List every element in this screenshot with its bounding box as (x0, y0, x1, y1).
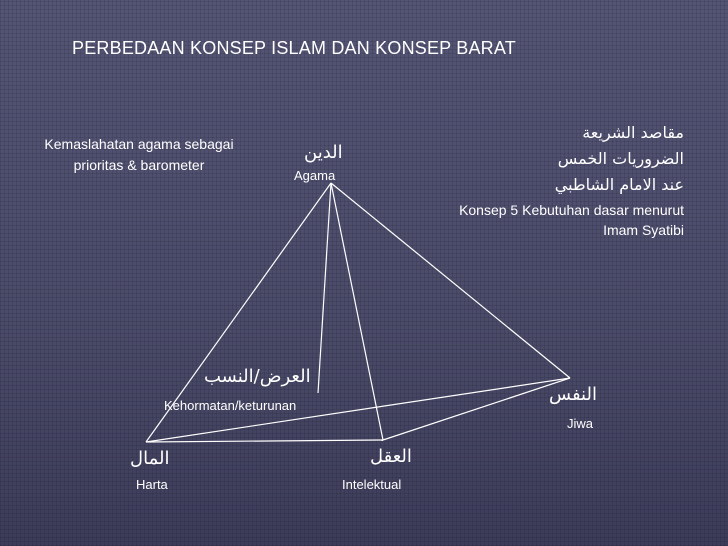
node-agama-arabic: الدين (304, 142, 343, 163)
left-note: Kemaslahatan agama sebagai prioritas & b… (44, 136, 234, 173)
node-agama-label: Agama (294, 168, 336, 183)
edge-akal-jiwa (382, 377, 571, 441)
node-harta-arabic: المال (130, 448, 170, 469)
right-note-arabic-1: مقاصد الشريعة (582, 123, 684, 142)
node-jiwa-label: Jiwa (567, 416, 594, 431)
edge-apex-jiwa (330, 182, 571, 379)
node-harta-label: Harta (136, 477, 168, 492)
node-akal-arabic: العقل (370, 446, 412, 467)
right-note-latin: Konsep 5 Kebutuhan dasar menurut Imam Sy… (459, 202, 684, 238)
edge-harta-jiwa (145, 377, 571, 443)
node-keturunan-arabic: العرض/النسب (204, 366, 311, 387)
right-note-arabic-2: الضروريات الخمس (557, 149, 684, 168)
edge-apex-keturunan (317, 182, 332, 394)
node-keturunan-label: Kehormatan/keturunan (164, 398, 297, 413)
edge-apex-harta (145, 182, 332, 443)
right-note-arabic-3: عند الامام الشاطبي (554, 175, 684, 194)
node-jiwa-arabic: النفس (549, 384, 597, 405)
edge-apex-akal (330, 182, 384, 441)
node-akal-label: Intelektual (342, 477, 402, 492)
edge-harta-akal (145, 439, 384, 443)
page-title: PERBEDAAN KONSEP ISLAM DAN KONSEP BARAT (72, 38, 516, 58)
right-note: مقاصد الشريعة الضروريات الخمس عند الامام… (424, 120, 684, 240)
